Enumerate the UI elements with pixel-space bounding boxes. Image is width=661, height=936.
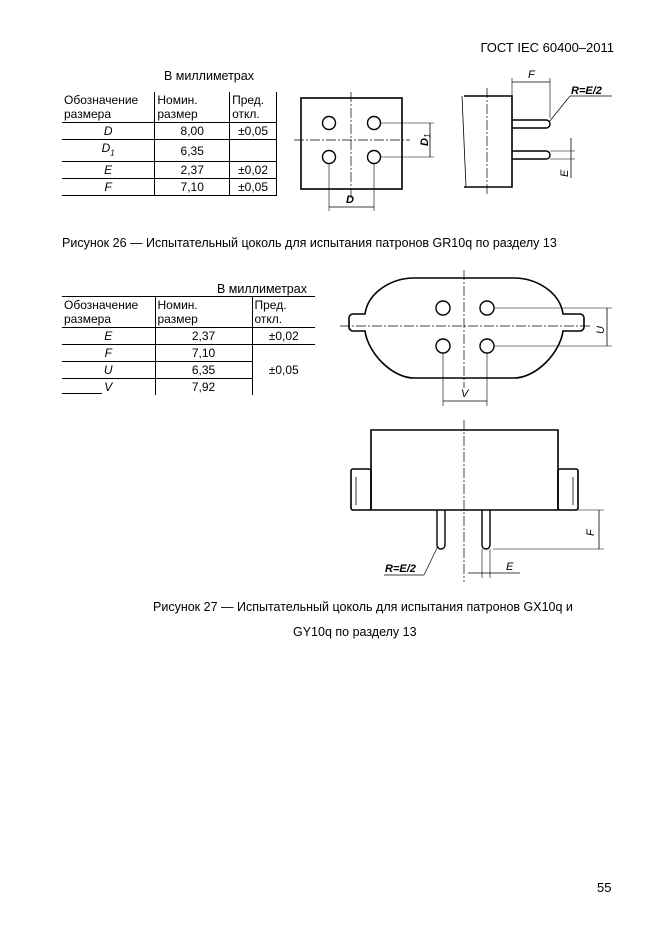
- fig27-base-front-view: [348, 277, 585, 379]
- label-v: V: [461, 388, 470, 400]
- key-left: [350, 468, 372, 511]
- fig27-base-side-view: [370, 429, 559, 511]
- label-r-e2: R=E/2: [571, 85, 602, 97]
- table-row: U 6,35: [62, 361, 315, 379]
- label-u: U: [595, 326, 607, 334]
- fig26-units-note: В миллиметрах: [164, 69, 254, 83]
- pin-hole: [366, 115, 382, 131]
- col-header-nominal: Номин.размер: [155, 296, 253, 328]
- break-line: [461, 95, 467, 188]
- pin-hole: [435, 338, 451, 354]
- document-header: ГОСТ IEC 60400–2011: [480, 40, 614, 55]
- table-row: D 8,00 ±0,05: [62, 122, 277, 140]
- pin: [512, 119, 551, 129]
- pin-hole: [321, 115, 337, 131]
- fig27-caption-line1: Рисунок 27 — Испытательный цоколь для ис…: [153, 600, 573, 614]
- fig26-caption: Рисунок 26 — Испытательный цоколь для ис…: [62, 236, 557, 250]
- label-f: F: [528, 69, 536, 81]
- pin: [436, 510, 446, 550]
- pin-hole: [479, 300, 495, 316]
- pin-hole: [435, 300, 451, 316]
- table-row: D1 6,35: [62, 138, 277, 163]
- col-header-nominal: Номин.размер: [154, 92, 231, 123]
- fig27-units-note: В миллиметрах: [217, 282, 307, 296]
- leader-line: [548, 95, 571, 123]
- pin-hole: [479, 338, 495, 354]
- pin: [481, 510, 491, 550]
- table-row: V 7,92: [62, 378, 315, 395]
- pin-hole: [366, 149, 382, 165]
- leader-line: [423, 545, 439, 576]
- label-r-e2: R=E/2: [385, 563, 416, 575]
- label-f: F: [585, 528, 597, 536]
- pin-hole: [321, 149, 337, 165]
- table-row: E 2,37 ±0,02: [62, 161, 277, 180]
- table-row: F 7,10 ±0,05: [62, 344, 315, 377]
- key-right: [557, 468, 579, 511]
- fig27-caption-line2: GY10q по разделу 13: [293, 625, 417, 639]
- label-e: E: [559, 169, 571, 177]
- page-number: 55: [597, 880, 612, 895]
- table-row: F 7,10 ±0,05: [62, 178, 277, 197]
- label-d: D: [346, 194, 354, 206]
- label-d1: D1: [419, 134, 432, 146]
- table-bottom-rule: [62, 393, 102, 394]
- fig26-base-side-view: [464, 95, 513, 188]
- fig26-base-front-view: [300, 97, 403, 190]
- pin: [512, 150, 551, 160]
- label-e: E: [506, 561, 514, 573]
- col-header-tolerance: Пред.откл.: [229, 92, 277, 123]
- col-header-tolerance: Пред.откл.: [252, 296, 315, 328]
- table-row: E 2,37 ±0,02: [62, 327, 315, 345]
